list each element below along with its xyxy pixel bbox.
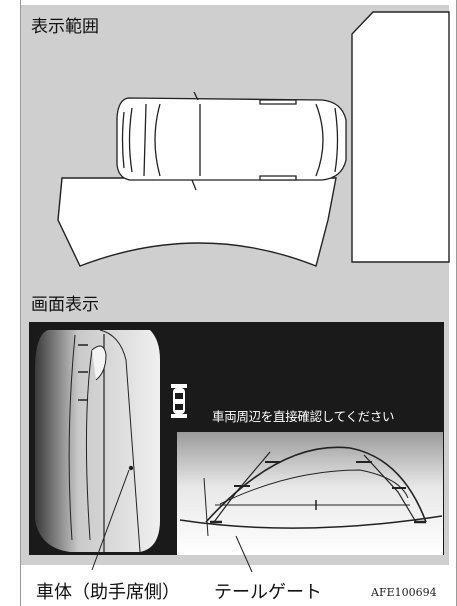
warning-message: 車両周辺を直接確認してください [212,409,395,424]
leader-tailgate [235,535,253,573]
camera-coverage-area [57,177,337,267]
screen-display-label: 画面表示 [31,295,99,315]
car-top-view-icon [171,384,187,418]
side-camera-view [35,329,160,553]
vehicle-body-caption: 車体（助手席側） [36,582,180,603]
display-range-label: 表示範囲 [31,17,99,37]
tailgate-caption: テールゲート [214,582,322,603]
car-top-view [116,91,347,191]
leader-vehicle-body [91,469,130,571]
figure-code: AFE100694 [371,586,437,599]
wall-area [351,11,450,263]
rear-camera-view [177,432,443,555]
